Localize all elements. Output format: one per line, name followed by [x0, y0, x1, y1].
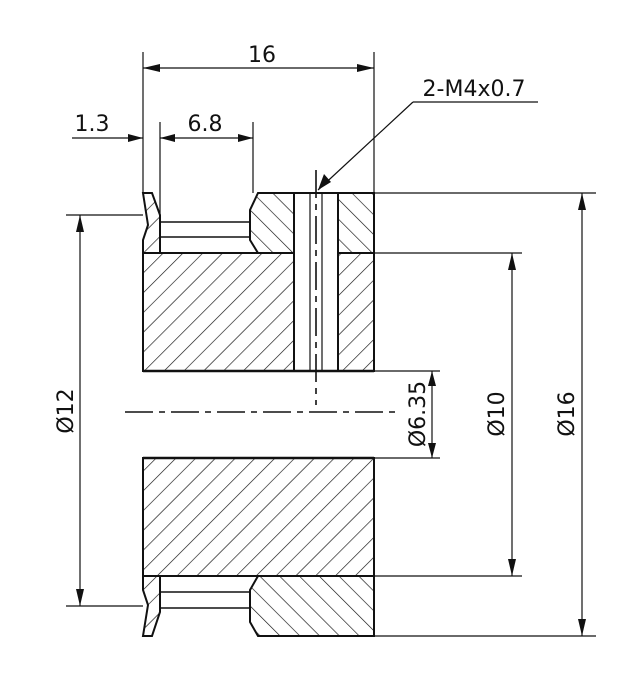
lower-hub-section	[142, 457, 375, 577]
bore-diameter-label: Ø6.35	[406, 381, 431, 447]
lower-collar-section	[249, 575, 375, 637]
upper-collar-section-right	[337, 192, 375, 254]
outer-diameter-label: Ø16	[555, 391, 580, 436]
tooth-width-label: 6.8	[188, 112, 223, 137]
lower-flange	[141, 575, 161, 637]
overall-width-label: 16	[248, 43, 276, 68]
hub-diameter-label: Ø10	[485, 391, 510, 436]
upper-flange	[141, 192, 161, 254]
set-screw-label: 2-M4x0.7	[423, 77, 526, 102]
upper-collar-section	[249, 192, 295, 254]
pitch-diameter-label: Ø12	[54, 388, 79, 433]
flange-thickness-label: 1.3	[75, 112, 110, 137]
upper-hub-section	[142, 252, 375, 372]
